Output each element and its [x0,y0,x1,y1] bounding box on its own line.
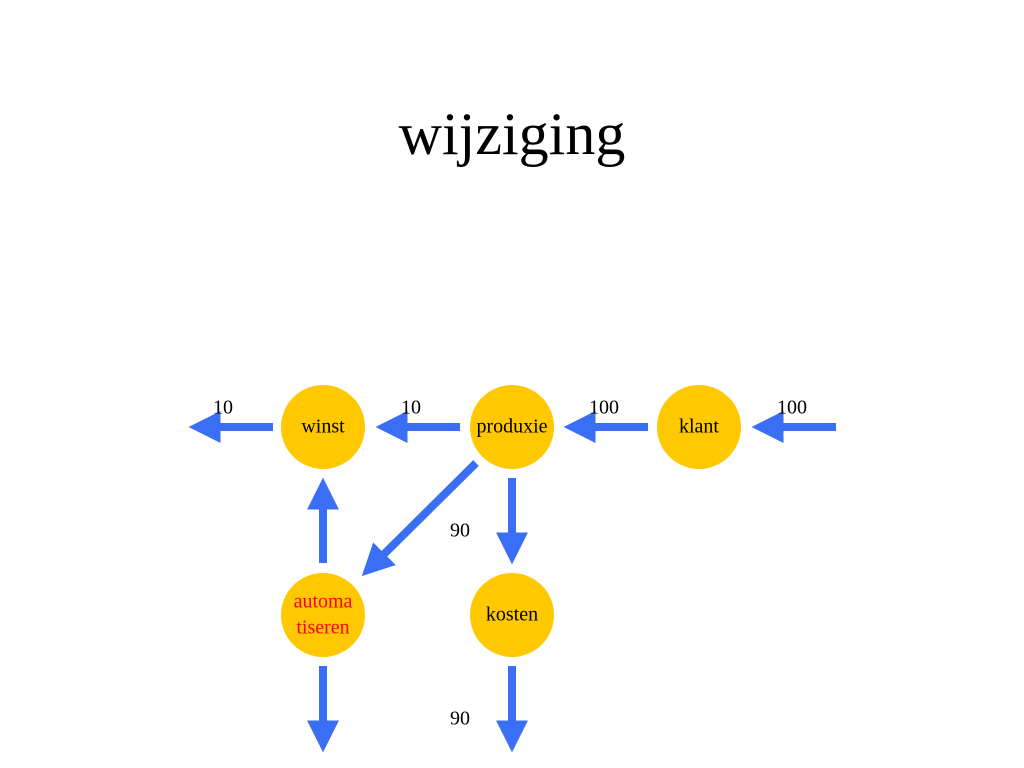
flow-label-klant-to-produxie: 100 [589,397,619,419]
nodes: winst produxie klant automa tiseren kost… [281,385,741,657]
node-kosten-circle [470,573,554,657]
node-winst-label: winst [301,416,345,438]
flow-label-winst-out: 10 [213,397,233,419]
flow-label-into-klant: 100 [777,397,807,419]
node-klant-label: klant [679,416,719,438]
node-produxie: produxie [470,385,554,469]
node-automatiseren-label-line1: automa [294,591,353,613]
node-automatiseren-label-line2: tiseren [296,617,349,639]
arrows [188,411,836,753]
node-kosten-label: kosten [486,604,538,626]
flow-label-kosten-out: 90 [450,708,470,730]
node-klant-circle [657,385,741,469]
node-winst-circle [281,385,365,469]
flow-label-produxie-to-winst: 10 [401,397,421,419]
flow-labels: 100 100 10 10 90 90 [213,397,807,730]
slide-title: wijziging [398,101,626,167]
node-produxie-circle [470,385,554,469]
node-produxie-label: produxie [476,416,547,438]
node-winst: winst [281,385,365,469]
arrow-produxie-to-automatiseren [361,460,479,577]
node-automatiseren-circle [281,573,365,657]
flow-label-produxie-to-kosten: 90 [450,520,470,542]
node-klant: klant [657,385,741,469]
node-kosten: kosten [470,573,554,657]
node-automatiseren: automa tiseren [281,573,365,657]
